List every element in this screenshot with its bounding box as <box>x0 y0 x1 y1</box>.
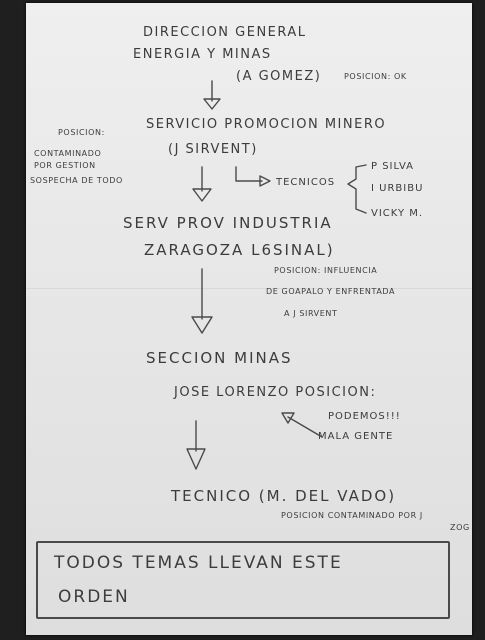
conclusion-line-1: TODOS TEMAS LLEVAN ESTE <box>54 553 343 573</box>
direccion-line-2: ENERGIA Y MINAS <box>133 47 272 62</box>
seccion-minas: SECCION MINAS <box>146 349 293 367</box>
arrow-to-tecnicos <box>235 166 263 182</box>
paper-fold <box>26 288 472 289</box>
mala-gente: MALA GENTE <box>318 431 394 442</box>
direccion-line-3: (A GOMEZ) <box>236 69 322 84</box>
conclusion-box: TODOS TEMAS LLEVAN ESTE ORDEN <box>36 541 450 619</box>
tecnico-posicion-tail: ZOG <box>450 523 470 532</box>
servicio-posicion-3: POR GESTION <box>34 161 96 170</box>
serv-prov-posicion-2: DE GOAPALO Y ENFRENTADA <box>266 287 396 296</box>
tecnico-del-vado: TECNICO (M. DEL VADO) <box>171 487 397 505</box>
serv-prov-posicion-1: POSICION: INFLUENCIA <box>274 266 378 275</box>
tecnicos-label: TECNICOS <box>276 177 336 188</box>
flow-arrows <box>186 80 367 470</box>
podemos: PODEMOS!!! <box>328 411 401 422</box>
serv-prov-posicion-3: A J SIRVENT <box>284 309 338 318</box>
posicion-ok: POSICION: OK <box>344 72 407 81</box>
direccion-line-1: DIRECCION GENERAL <box>143 25 307 40</box>
tecnico-posicion: POSICION CONTAMINADO POR J <box>281 511 423 520</box>
servicio-posicion-1: POSICION: <box>58 128 105 137</box>
handwritten-note: DIRECCION GENERAL ENERGIA Y MINAS (A GOM… <box>26 3 472 635</box>
serv-prov-line-1: SERV PROV INDUSTRIA <box>123 214 333 232</box>
tecnico-3: VICKY M. <box>371 208 424 219</box>
jose-lorenzo: JOSE LORENZO POSICION: <box>174 385 377 400</box>
servicio-posicion-4: SOSPECHA DE TODO <box>30 176 123 185</box>
tecnicos-bracket <box>347 164 367 214</box>
serv-prov-line-2: ZARAGOZA L6SINAL) <box>144 241 335 259</box>
servicio-posicion-2: CONTAMINADO <box>34 149 102 158</box>
tecnico-2: I URBIBU <box>371 183 424 194</box>
tecnico-1: P SILVA <box>371 161 415 172</box>
conclusion-line-2: ORDEN <box>58 587 130 607</box>
servicio-line-2: (J SIRVENT) <box>168 142 258 157</box>
servicio-line-1: SERVICIO PROMOCION MINERO <box>146 117 387 132</box>
arrow-podemos <box>287 416 323 438</box>
